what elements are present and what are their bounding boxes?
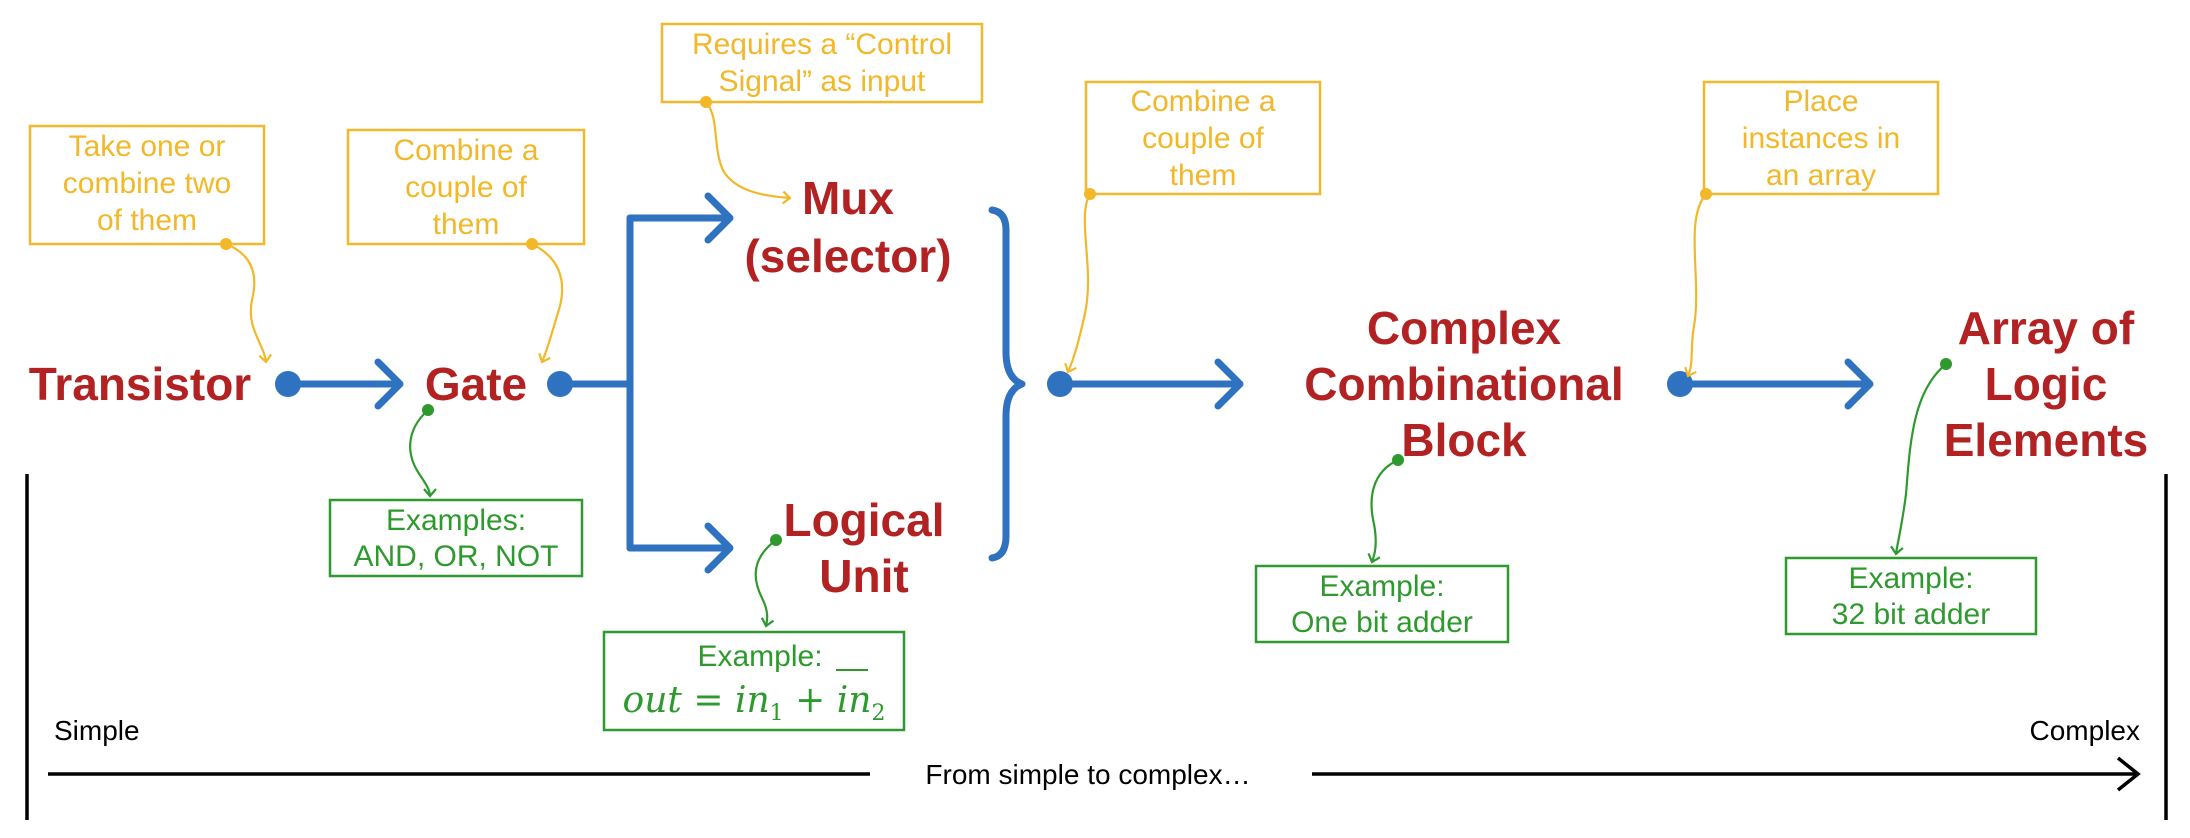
logical-example-label: Example: [697, 640, 822, 673]
note-transistor-line2: combine two [63, 167, 231, 200]
note-transistor: Take one or combine two of them [28, 124, 273, 364]
node-array-line1: Array of [1958, 302, 2135, 354]
yellow-notes: Take one or combine two of them Combine … [28, 22, 1940, 378]
node-mux-line2: (selector) [744, 230, 951, 282]
note-combine-line3: them [1170, 159, 1237, 192]
note-mux-line2: Signal” as input [719, 65, 926, 98]
node-mux-line1: Mux [802, 172, 894, 224]
flow-dots [275, 371, 1693, 397]
note-combine-line2: couple of [1142, 122, 1264, 155]
note-complex-example: Example: One bit adder [1254, 454, 1510, 644]
complex-example-line1: Example: [1319, 570, 1444, 603]
array-example-line1: Example: [1848, 562, 1973, 595]
node-gate: Gate [425, 358, 527, 410]
note-array: Place instances in an array [1684, 80, 1940, 378]
note-logical-example: Example: out = in1 + in2 [602, 534, 906, 732]
arrow-to-array [1676, 358, 1874, 410]
note-combine-line1: Combine a [1130, 85, 1275, 118]
array-example-line2: 32 bit adder [1832, 598, 1990, 631]
nodes: Transistor Gate Mux (selector) Logical U… [29, 172, 2148, 602]
gate-examples-line2: AND, OR, NOT [353, 540, 558, 573]
note-mux: Requires a “Control Signal” as input [660, 22, 984, 205]
note-combine: Combine a couple of them [1064, 80, 1322, 374]
note-mux-line1: Requires a “Control [692, 28, 952, 61]
axis-right-label: Complex [2030, 715, 2140, 746]
transistor-dot [275, 371, 301, 397]
gate-examples-line1: Examples: [386, 504, 526, 537]
note-gate-line3: them [433, 208, 500, 241]
formula-eq: = [693, 680, 723, 721]
note-transistor-line1: Take one or [69, 130, 226, 163]
node-complex-line1: Complex [1367, 302, 1562, 354]
note-array-line3: an array [1766, 159, 1876, 192]
formula-in-a: in [735, 680, 770, 721]
flow-arrows [284, 192, 1874, 574]
formula-plus: + [795, 680, 825, 721]
node-logical-line2: Unit [819, 550, 908, 602]
complexity-axis: Simple Complex From simple to complex… [25, 474, 2168, 820]
brace-dot [1047, 371, 1073, 397]
note-gate: Combine a couple of them [346, 128, 586, 364]
node-logical-line1: Logical [783, 494, 944, 546]
formula-sub-b: 2 [871, 701, 885, 726]
node-complex-line3: Block [1401, 414, 1527, 466]
note-gate-line1: Combine a [393, 134, 538, 167]
logical-example-formula: out = in1 + in2 [623, 680, 886, 729]
curly-brace [988, 206, 1026, 562]
axis-arrowhead [2116, 756, 2141, 792]
axis-caption: From simple to complex… [925, 759, 1250, 790]
note-array-line1: Place [1783, 85, 1858, 118]
note-transistor-line3: of them [97, 204, 197, 237]
note-array-example: Example: 32 bit adder [1784, 358, 2038, 636]
formula-sub-a: 1 [770, 701, 784, 726]
axis-left-label: Simple [54, 715, 140, 746]
note-gate-line2: couple of [405, 171, 527, 204]
node-array-line2: Logic [1985, 358, 2108, 410]
note-gate-examples: Examples: AND, OR, NOT [328, 404, 584, 578]
formula-out: out [623, 680, 683, 721]
arrow-to-complex-block [1056, 358, 1244, 410]
node-array-line3: Elements [1944, 414, 2149, 466]
node-complex-line2: Combinational [1304, 358, 1623, 410]
green-notes: Examples: AND, OR, NOT Example: out = in… [328, 358, 2038, 732]
note-array-line2: instances in [1742, 122, 1900, 155]
complex-example-line2: One bit adder [1291, 606, 1473, 639]
formula-in-b: in [837, 680, 872, 721]
arrow-gate-split [556, 192, 734, 574]
gate-dot [547, 371, 573, 397]
arrow-transistor-to-gate [284, 358, 404, 410]
node-transistor: Transistor [29, 358, 252, 410]
